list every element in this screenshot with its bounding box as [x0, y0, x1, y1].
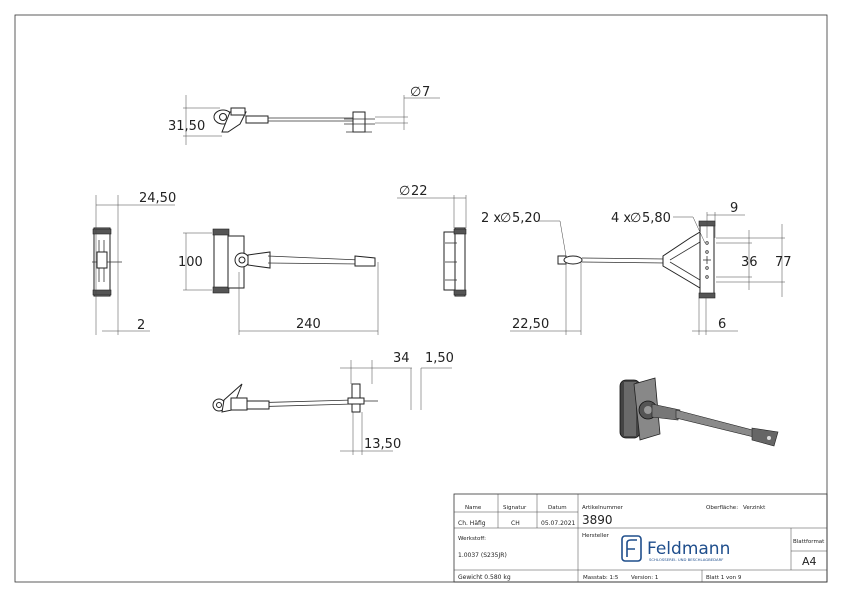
- bottom-view: 34 1,50 13,50: [212, 351, 454, 455]
- value-blattformat: A4: [802, 555, 817, 568]
- label-oberflaeche: Oberfläche:: [706, 505, 738, 511]
- front-view: 100 240: [178, 228, 379, 335]
- value-datum: 05.07.2021: [541, 520, 576, 527]
- header-name: Name: [465, 505, 482, 511]
- dim-diameter-22-symbol: ∅: [399, 184, 410, 199]
- dim-diameter-7: 7: [422, 85, 430, 100]
- header-signatur: Signatur: [503, 505, 527, 511]
- value-massstab: Masstab: 1:5: [583, 575, 619, 581]
- brand-name: Feldmann: [647, 539, 730, 559]
- dim-36: 36: [741, 255, 758, 270]
- dim-100: 100: [178, 255, 203, 270]
- value-oberflaeche: Verzinkt: [743, 505, 766, 511]
- rear-view: 2 x ∅ 5,20 4 x ∅ 5,80 9 36 77 22,50 6: [481, 201, 792, 335]
- value-name: Ch. Häfig: [458, 520, 486, 527]
- dim-240: 240: [296, 317, 321, 332]
- sheet-border: [14, 14, 828, 583]
- dim-diameter-7-symbol: ∅: [410, 85, 421, 100]
- label-blattformat: Blattformat: [793, 539, 825, 545]
- label-hersteller: Hersteller: [582, 533, 610, 539]
- value-gewicht: Gewicht 0.580 kg: [458, 574, 511, 581]
- dim-2: 2: [137, 318, 145, 333]
- value-signatur: CH: [511, 520, 520, 527]
- value-artikelnummer: 3890: [582, 513, 613, 527]
- top-view: 31,50 ∅ 7: [168, 85, 440, 145]
- dim-31-50: 31,50: [168, 119, 205, 134]
- value-werkstoff: 1.0037 (S235JR): [458, 552, 507, 559]
- dim-77: 77: [775, 255, 792, 270]
- title-block: Name Signatur Datum Ch. Häfig CH 05.07.2…: [453, 493, 828, 583]
- brand-tagline: SCHLOSSEREI- UND BESCHLAGBEDARF: [649, 557, 723, 562]
- side-view-right: ∅ 22: [397, 184, 467, 297]
- isometric-view: [619, 377, 779, 447]
- label-werkstoff: Werkstoff:: [458, 536, 486, 542]
- side-view-left: 24,50 2: [92, 191, 176, 335]
- dim-24-50: 24,50: [139, 191, 176, 206]
- header-datum: Datum: [548, 505, 567, 511]
- dim-9: 9: [730, 201, 738, 216]
- dim-1-50: 1,50: [425, 351, 454, 366]
- dim-6: 6: [718, 317, 726, 332]
- dim-13-50: 13,50: [364, 437, 401, 452]
- dim-4x-diameter-5-80: 5,80: [642, 211, 671, 226]
- dim-2x-diameter-symbol: ∅: [500, 211, 511, 226]
- label-artikelnummer: Artikelnummer: [582, 505, 624, 511]
- dim-4x-label: 4 x: [611, 211, 631, 226]
- dim-2x-diameter-5-20: 5,20: [512, 211, 541, 226]
- dim-4x-diameter-symbol: ∅: [630, 211, 641, 226]
- dim-2x-label: 2 x: [481, 211, 501, 226]
- feldmann-logo: Feldmann SCHLOSSEREI- UND BESCHLAGBEDARF: [621, 535, 730, 562]
- dim-22-50: 22,50: [512, 317, 549, 332]
- value-version: Version: 1: [631, 575, 658, 581]
- dim-34: 34: [393, 351, 410, 366]
- dim-diameter-22: 22: [411, 184, 428, 199]
- value-blatt: Blatt 1 von 9: [706, 575, 742, 581]
